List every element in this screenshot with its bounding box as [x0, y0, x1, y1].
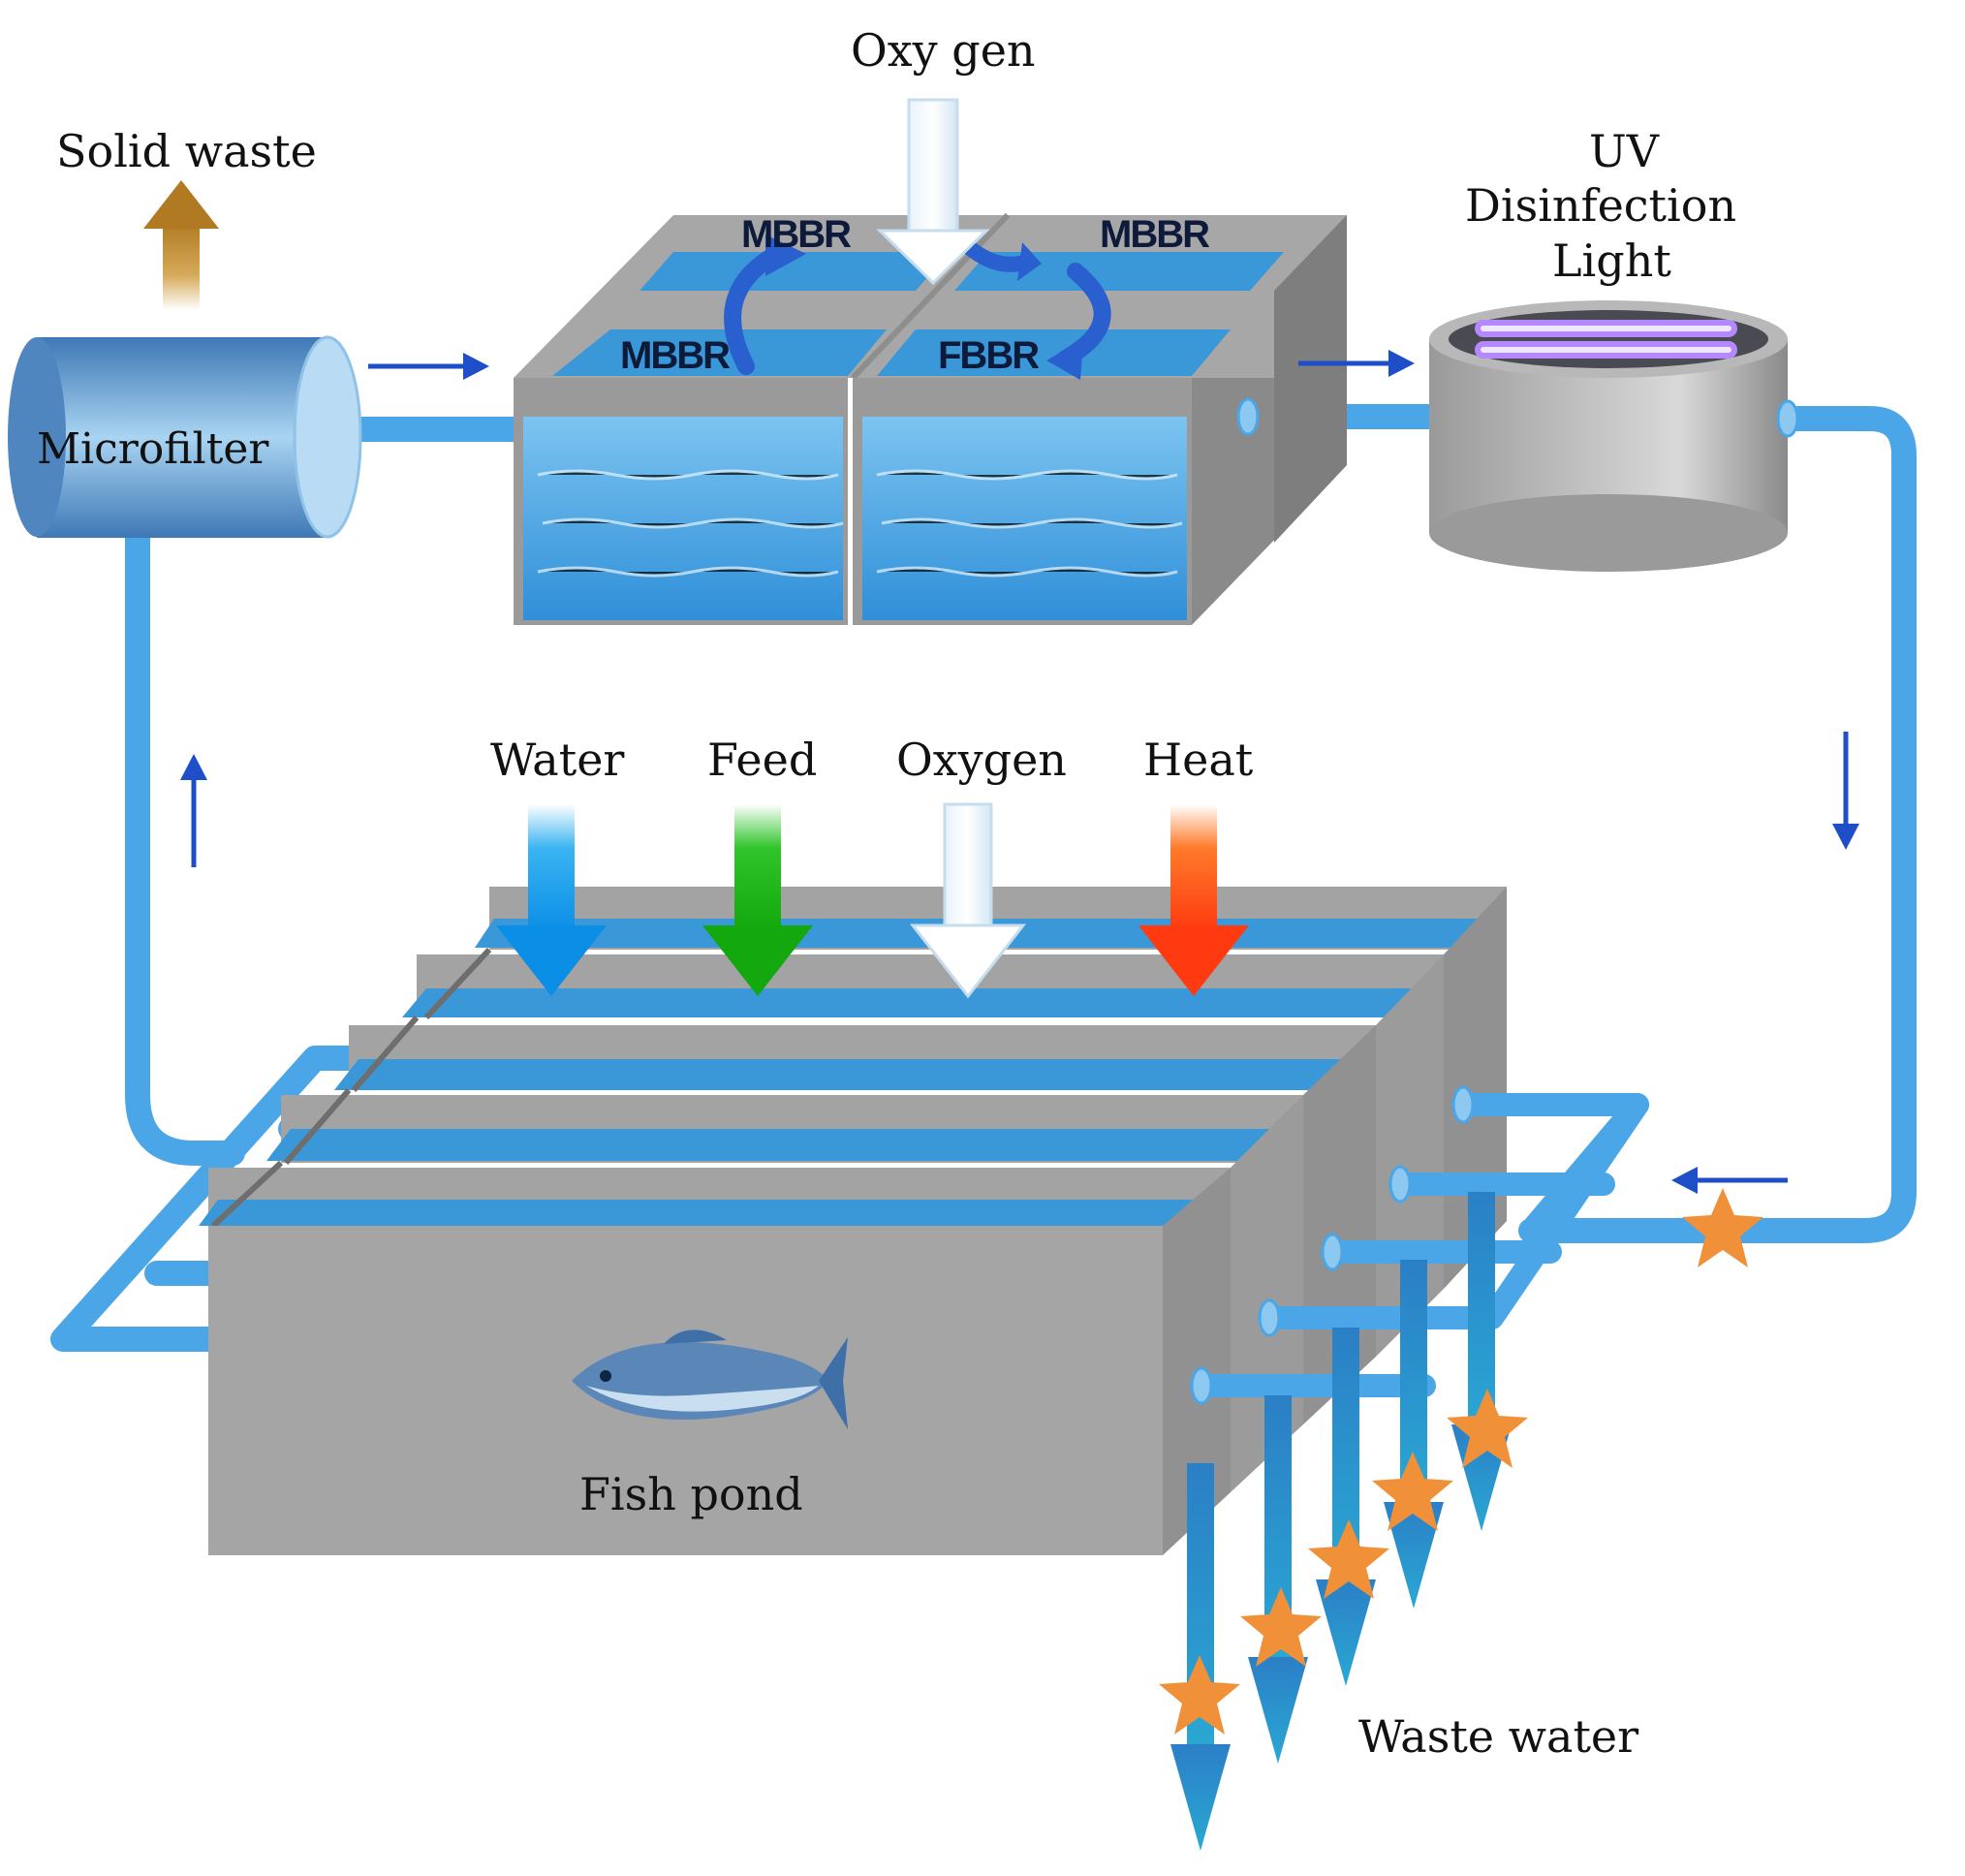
fish-icon — [572, 1329, 848, 1429]
heat-label: Heat — [1143, 734, 1254, 786]
bioreactor: MBBR MBBR MBBR FBBR — [514, 212, 1347, 625]
mbbr-front-left-label: MBBR — [620, 334, 731, 377]
flow-arrow-down-right — [1832, 732, 1859, 850]
star-icon — [1447, 1389, 1528, 1468]
uv-label-line2: Disinfection — [1465, 179, 1736, 232]
fbbr-front-right-label: FBBR — [938, 334, 1040, 377]
pipe-left-manifold — [50, 1046, 381, 1352]
oxygen-top-arrow — [876, 98, 990, 286]
microfilter-label: Microfilter — [37, 424, 269, 474]
star-icon — [1240, 1587, 1322, 1667]
flow-arrow-to-uv — [1298, 350, 1415, 377]
uv-label-line1: UV — [1589, 125, 1660, 177]
feed-input-arrow — [702, 804, 813, 996]
star-icon — [1159, 1655, 1240, 1735]
circulation-arrow-left — [724, 243, 789, 375]
microfilter: Microfilter — [8, 335, 362, 539]
uv-label-line3: Light — [1552, 234, 1671, 287]
fish-pond: Fish pond — [199, 887, 1507, 1555]
fish-pond-label: Fish pond — [579, 1468, 803, 1520]
oxygen-pond-label: Oxygen — [896, 734, 1067, 786]
feed-label: Feed — [707, 734, 817, 786]
flow-arrow-to-reactor — [368, 353, 489, 380]
pipe-uv-to-pond — [1518, 406, 1917, 1243]
star-markers — [1159, 1188, 1763, 1735]
uv-lamp-icon — [1475, 320, 1737, 359]
heat-input-arrow — [1138, 804, 1249, 996]
oxygen-input-arrow — [909, 802, 1027, 999]
solid-waste-label: Solid waste — [56, 125, 317, 177]
water-label: Water — [490, 734, 624, 786]
mbbr-back-left-label: MBBR — [741, 213, 852, 256]
oxygen-top-label: Oxy gen — [851, 24, 1036, 77]
solid-waste-arrow — [143, 180, 219, 310]
return-pipe-left — [125, 520, 245, 1166]
star-icon — [1372, 1452, 1453, 1531]
star-icon — [1682, 1188, 1763, 1267]
mbbr-back-right-label: MBBR — [1100, 213, 1210, 256]
water-input-arrow — [496, 804, 607, 996]
uv-disinfection-unit — [1429, 300, 1788, 572]
waste-water-label: Waste water — [1358, 1710, 1638, 1763]
star-icon — [1308, 1519, 1389, 1599]
flow-arrow-left-inlet — [1671, 1167, 1788, 1194]
flow-arrows — [180, 350, 1859, 1194]
flow-arrow-up-left — [180, 754, 207, 867]
